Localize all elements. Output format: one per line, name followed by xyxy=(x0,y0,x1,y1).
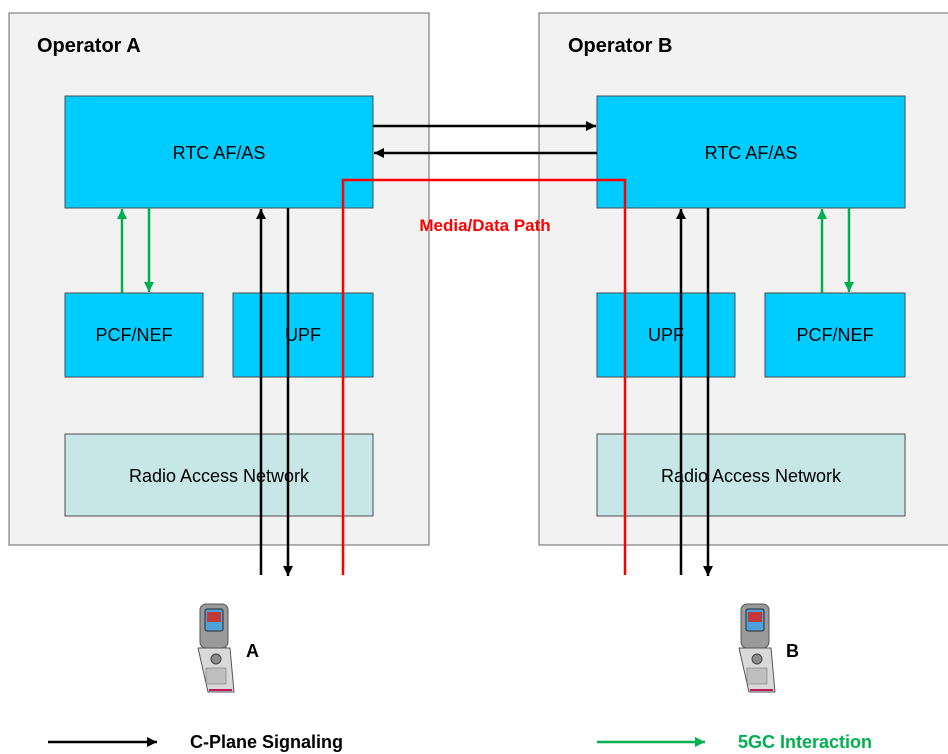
operator-b-upf-box[interactable] xyxy=(596,292,736,378)
operator-b-upf-label: UPF xyxy=(648,325,684,345)
ue-b-label: B xyxy=(786,641,799,661)
operator-b-pcf-box[interactable] xyxy=(764,292,906,378)
legend: C-Plane Signaling 5GC Interaction xyxy=(48,732,872,752)
operator-a-rtc-af-box[interactable] xyxy=(64,95,374,209)
operator-b-title: Operator B xyxy=(568,35,672,57)
legend-interaction-label: 5GC Interaction xyxy=(738,732,872,752)
operator-b-ran-box[interactable] xyxy=(596,433,906,517)
operator-a-title: Operator A xyxy=(37,35,141,57)
operator-b-rtc-af-label: RTC AF/AS xyxy=(705,143,798,163)
ue-a-label: A xyxy=(246,641,259,661)
operator-a-pcf-box[interactable] xyxy=(64,292,204,378)
operator-a-upf-box[interactable] xyxy=(232,292,374,378)
media-data-path xyxy=(341,178,627,575)
ue-a-phone-icon xyxy=(197,603,235,693)
operator-a: Operator A RTC AF/AS PCF/NEF UPF Radio A… xyxy=(8,12,430,546)
legend-signaling-label: C-Plane Signaling xyxy=(190,732,343,752)
operator-a-ran-box[interactable] xyxy=(64,433,374,517)
operator-b-pcf-label: PCF/NEF xyxy=(796,325,873,345)
operator-b: Operator B RTC AF/AS UPF PCF/NEF Radio A… xyxy=(538,12,948,546)
operator-a-ran-label: Radio Access Network xyxy=(129,466,310,486)
operator-a-rtc-af-label: RTC AF/AS xyxy=(173,143,266,163)
media-data-path-label: Media/Data Path xyxy=(419,216,550,235)
ue-b-phone-icon xyxy=(738,603,776,693)
operator-b-ran-label: Radio Access Network xyxy=(661,466,842,486)
operator-a-pcf-label: PCF/NEF xyxy=(95,325,172,345)
operator-a-upf-label: UPF xyxy=(285,325,321,345)
